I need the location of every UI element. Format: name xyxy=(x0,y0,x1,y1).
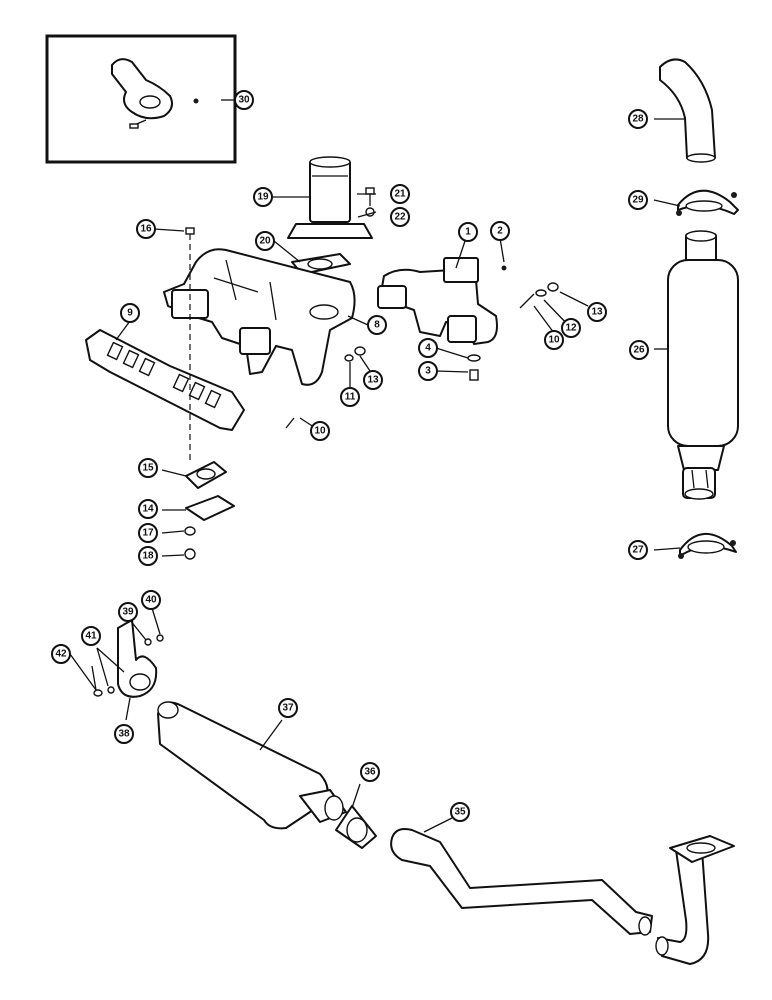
svg-text:4: 4 xyxy=(425,343,431,354)
front-pipe xyxy=(655,835,735,965)
svg-text:42: 42 xyxy=(55,649,67,660)
callout-20: 20 xyxy=(255,231,275,251)
svg-text:10: 10 xyxy=(548,335,560,346)
callout-8: 8 xyxy=(367,315,387,335)
svg-text:29: 29 xyxy=(632,195,644,206)
svg-text:19: 19 xyxy=(257,192,269,203)
svg-text:3: 3 xyxy=(425,366,431,377)
muffler-26 xyxy=(667,230,739,500)
svg-text:38: 38 xyxy=(118,729,130,740)
svg-text:35: 35 xyxy=(454,807,466,818)
cover-plate-14 xyxy=(185,495,235,521)
svg-text:22: 22 xyxy=(394,212,406,223)
bolt-21-washer-22 xyxy=(365,187,375,217)
hardware-group xyxy=(185,227,559,460)
nuts-17-18 xyxy=(184,526,196,560)
callout-1: 1 xyxy=(458,222,478,242)
callout-15: 15 xyxy=(138,458,158,478)
svg-text:2: 2 xyxy=(497,226,503,237)
callout-42: 42 xyxy=(51,644,71,664)
svg-text:10: 10 xyxy=(314,426,326,437)
svg-text:13: 13 xyxy=(367,375,379,386)
callout-18: 18 xyxy=(138,546,158,566)
callout-4: 4 xyxy=(418,338,438,358)
callout-9: 9 xyxy=(120,303,140,323)
svg-text:1: 1 xyxy=(465,227,471,238)
svg-text:9: 9 xyxy=(127,308,133,319)
bracket-38 xyxy=(93,619,164,698)
callout-41: 41 xyxy=(81,626,101,646)
callout-11: 11 xyxy=(340,387,360,407)
exhaust-pipe-35 xyxy=(390,828,653,936)
svg-text:15: 15 xyxy=(142,463,154,474)
callout-29: 29 xyxy=(628,190,648,210)
clamp-27 xyxy=(678,532,737,559)
callout-13-right: 13 xyxy=(587,302,607,322)
exhaust-elbow-19 xyxy=(287,156,373,239)
svg-text:30: 30 xyxy=(238,95,250,106)
manifold-section-1 xyxy=(377,257,498,345)
svg-text:39: 39 xyxy=(122,607,134,618)
leader-lines xyxy=(91,118,686,833)
svg-text:20: 20 xyxy=(259,236,271,247)
svg-text:40: 40 xyxy=(145,595,157,606)
muffler-37 xyxy=(157,701,347,830)
callout-28: 28 xyxy=(628,109,648,129)
callout-39: 39 xyxy=(118,602,138,622)
callout-40: 40 xyxy=(141,590,161,610)
svg-text:17: 17 xyxy=(142,528,154,539)
clamp-29 xyxy=(676,189,739,216)
svg-text:21: 21 xyxy=(394,189,406,200)
svg-text:26: 26 xyxy=(633,345,645,356)
tail-pipe-28 xyxy=(659,58,716,163)
manifold-gasket-9 xyxy=(85,329,245,431)
callout-12: 12 xyxy=(561,318,581,338)
callout-35: 35 xyxy=(450,802,470,822)
svg-text:11: 11 xyxy=(345,392,356,403)
callout-2: 2 xyxy=(490,221,510,241)
inset-box-30 xyxy=(45,34,237,164)
svg-text:16: 16 xyxy=(140,224,152,235)
callout-30: 30 xyxy=(234,90,254,110)
callout-10-right: 10 xyxy=(544,330,564,350)
callout-21: 21 xyxy=(390,184,410,204)
callout-38: 38 xyxy=(114,724,134,744)
callout-27: 27 xyxy=(628,540,648,560)
callout-10-left: 10 xyxy=(310,421,330,441)
clamp-36 xyxy=(335,805,377,849)
svg-text:27: 27 xyxy=(632,545,644,556)
callout-14: 14 xyxy=(138,499,158,519)
callout-22: 22 xyxy=(390,207,410,227)
callout-3: 3 xyxy=(418,361,438,381)
callout-36: 36 xyxy=(360,762,380,782)
svg-text:37: 37 xyxy=(282,703,294,714)
callout-26: 26 xyxy=(629,340,649,360)
svg-text:18: 18 xyxy=(142,551,154,562)
callout-13-left: 13 xyxy=(363,370,383,390)
gasket-15 xyxy=(185,461,227,489)
svg-text:28: 28 xyxy=(632,114,644,125)
svg-text:13: 13 xyxy=(591,307,603,318)
callout-19: 19 xyxy=(253,187,273,207)
svg-text:41: 41 xyxy=(85,631,97,642)
svg-text:36: 36 xyxy=(364,767,376,778)
callout-16: 16 xyxy=(136,219,156,239)
svg-text:12: 12 xyxy=(565,323,577,334)
svg-text:14: 14 xyxy=(142,504,154,515)
callout-37: 37 xyxy=(278,698,298,718)
svg-text:8: 8 xyxy=(374,320,380,331)
callout-17: 17 xyxy=(138,523,158,543)
